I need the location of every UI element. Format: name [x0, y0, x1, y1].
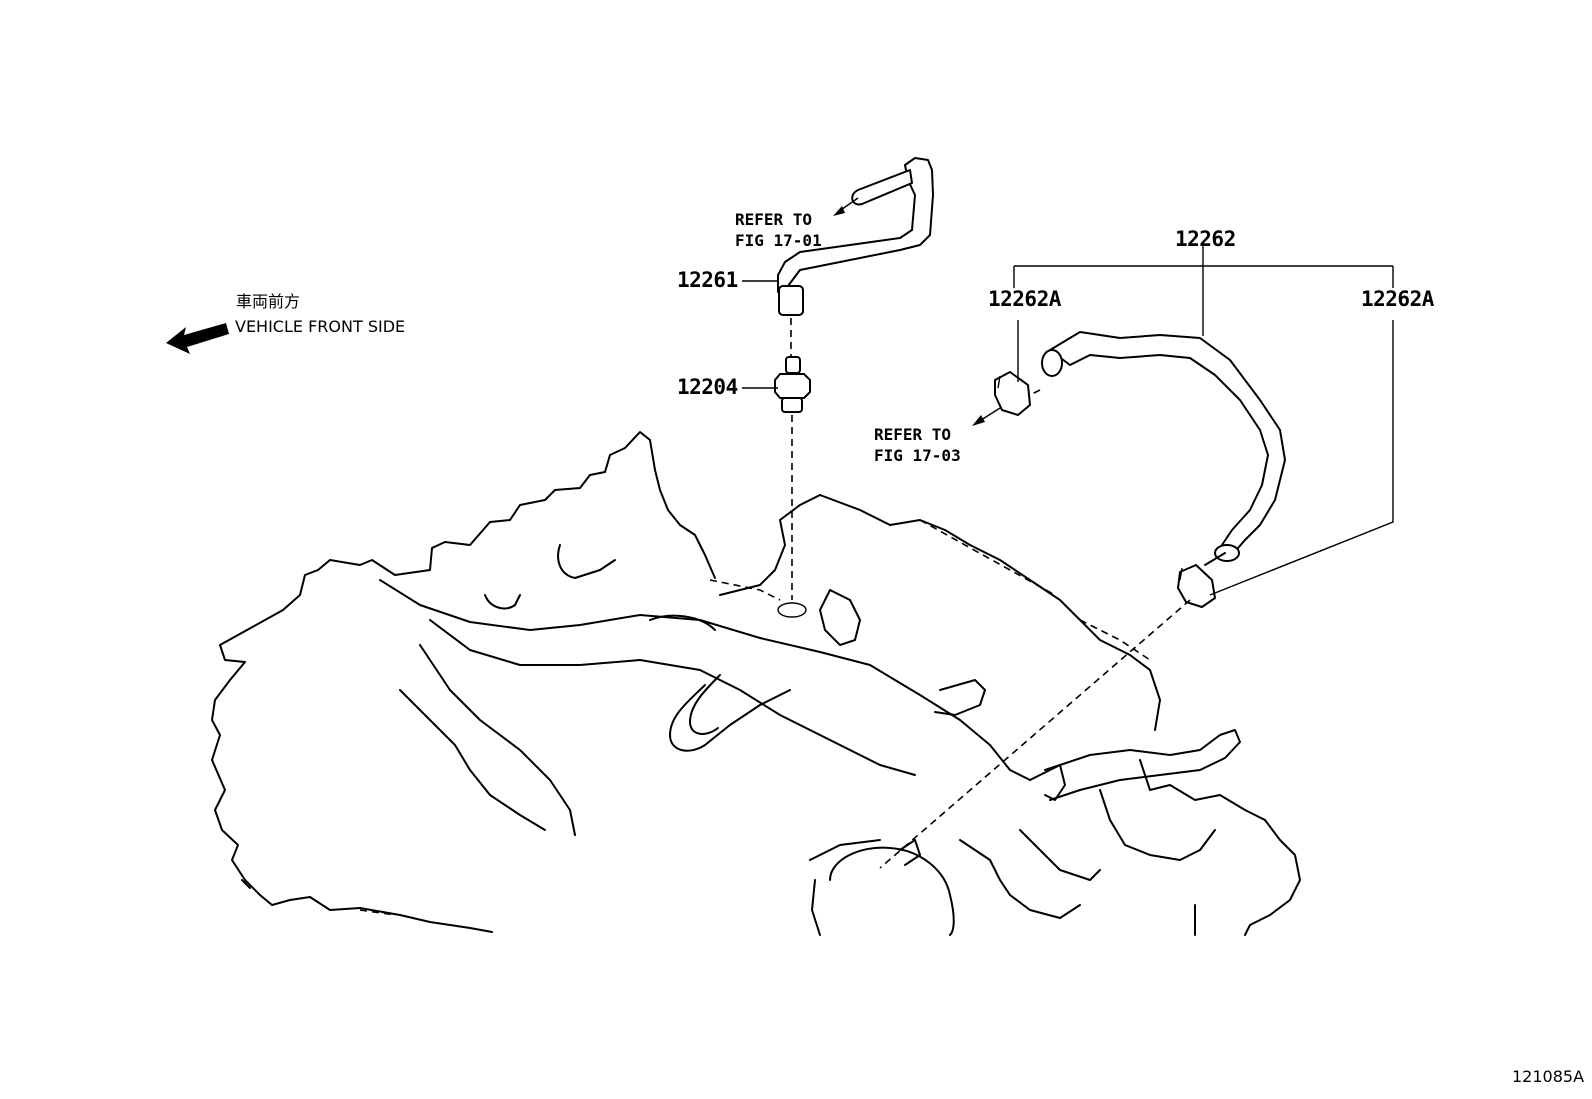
vehicle-front-japanese: 車両前方 — [236, 292, 301, 311]
callout-12261: 12261 — [677, 268, 738, 292]
arrow-left-icon — [166, 323, 229, 354]
refer-arrow-lower — [972, 407, 1001, 426]
callout-12262: 12262 — [1175, 227, 1236, 251]
illustration-number: 121085A — [1512, 1067, 1585, 1086]
refer-arrow-upper — [833, 197, 859, 216]
refer-line-2: FIG 17-01 — [735, 231, 822, 250]
refer-line-1: REFER TO — [735, 210, 813, 229]
engine-outline — [211, 431, 1301, 936]
refer-note-lower: REFER TO FIG 17-03 — [874, 424, 961, 466]
clip-12262a-right — [1177, 564, 1216, 608]
refer-line-1: REFER TO — [874, 425, 952, 444]
clip-12262a-left — [994, 371, 1031, 416]
callout-12262a-left: 12262A — [988, 287, 1061, 311]
vehicle-front-english: VEHICLE FRONT SIDE — [235, 317, 406, 336]
hose-12261 — [777, 157, 934, 316]
refer-note-upper: REFER TO FIG 17-01 — [735, 209, 822, 251]
leader-lines — [742, 244, 1394, 596]
callout-12262a-right: 12262A — [1361, 287, 1434, 311]
pcv-valve-12204 — [774, 356, 811, 413]
hose-12262 — [1041, 331, 1286, 562]
valve-port — [777, 602, 807, 618]
callout-12204: 12204 — [677, 375, 738, 399]
refer-line-2: FIG 17-03 — [874, 446, 961, 465]
